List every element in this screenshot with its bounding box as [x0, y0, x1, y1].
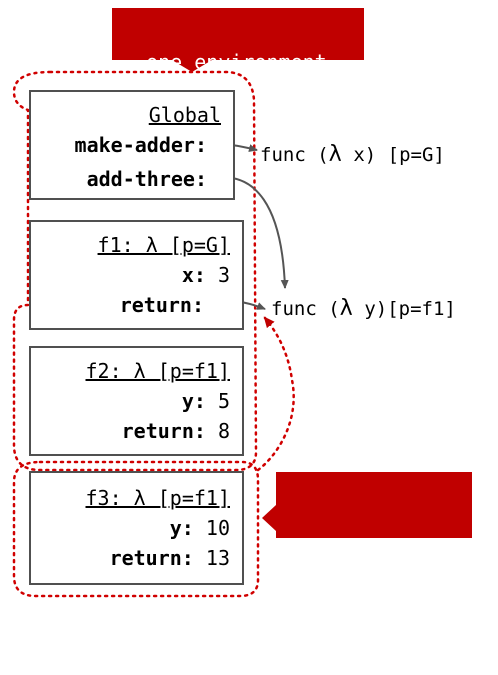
frame-global-title: Global — [148, 103, 221, 127]
frame-f2-return-key: return: — [121, 419, 206, 443]
frame-global-make-adder: make-adder: — [74, 133, 207, 157]
function-object-x-lambda: λ — [328, 142, 342, 167]
callout-another-environment: another environment — [276, 472, 472, 645]
environment-outline-one — [12, 70, 258, 472]
function-object-y-prefix: func ( — [271, 298, 340, 320]
frame-f2-return-row: return: 8 — [122, 416, 230, 446]
frame-f1-x-key: x: — [181, 263, 206, 287]
frame-f1-title: f1: λ [p=G] — [97, 233, 230, 257]
frame-f1-x-row: x: 3 — [182, 260, 230, 290]
function-object-y-lambda: λ — [339, 296, 353, 321]
callout-another-line2: environment — [286, 621, 419, 645]
frame-f3-return-key: return: — [109, 546, 194, 570]
frame-global-add-three: add-three: — [86, 167, 207, 191]
frame-f2-y-value: 5 — [217, 389, 230, 413]
callout-top-pointer — [172, 60, 212, 72]
frame-f1-x-value: 3 — [217, 263, 230, 287]
callout-one-environment-text: one environment — [146, 50, 327, 74]
function-object-y: func (λ y)[p=f1] — [271, 297, 456, 321]
frame-f2-y-row: y: 5 — [182, 386, 230, 416]
frame-f3-y-row: y: 10 — [170, 513, 230, 543]
frame-f2-y-key: y: — [181, 389, 206, 413]
parent-pointer-arrow — [256, 316, 295, 472]
callout-one-environment: one environment — [112, 8, 364, 74]
function-object-y-suffix: y)[p=f1] — [352, 298, 456, 320]
frame-global: Global make-adder: add-three: — [29, 90, 235, 200]
frame-f3-y-value: 10 — [205, 516, 230, 540]
function-object-x-suffix: x) [p=G] — [341, 144, 445, 166]
function-object-x-prefix: func ( — [260, 144, 329, 166]
frame-f1-return-key: return: — [119, 293, 204, 317]
frame-f2: f2: λ [p=f1] y: 5 return: 8 — [29, 346, 244, 456]
frame-f3-title: f3: λ [p=f1] — [85, 486, 231, 510]
frame-f3-return-value: 13 — [205, 546, 230, 570]
frame-f2-title: f2: λ [p=f1] — [85, 359, 231, 383]
frame-f3-return-row: return: 13 — [110, 543, 230, 573]
function-object-x: func (λ x) [p=G] — [260, 143, 445, 167]
environment-outline-two — [12, 460, 260, 598]
frame-f3: f3: λ [p=f1] y: 10 return: 13 — [29, 471, 244, 585]
frame-f3-y-key: y: — [169, 516, 194, 540]
callout-right-pointer — [262, 505, 276, 531]
frame-f2-return-value: 8 — [217, 419, 230, 443]
frame-f1: f1: λ [p=G] x: 3 return: — [29, 220, 244, 330]
callout-another-line1: another — [286, 537, 371, 561]
